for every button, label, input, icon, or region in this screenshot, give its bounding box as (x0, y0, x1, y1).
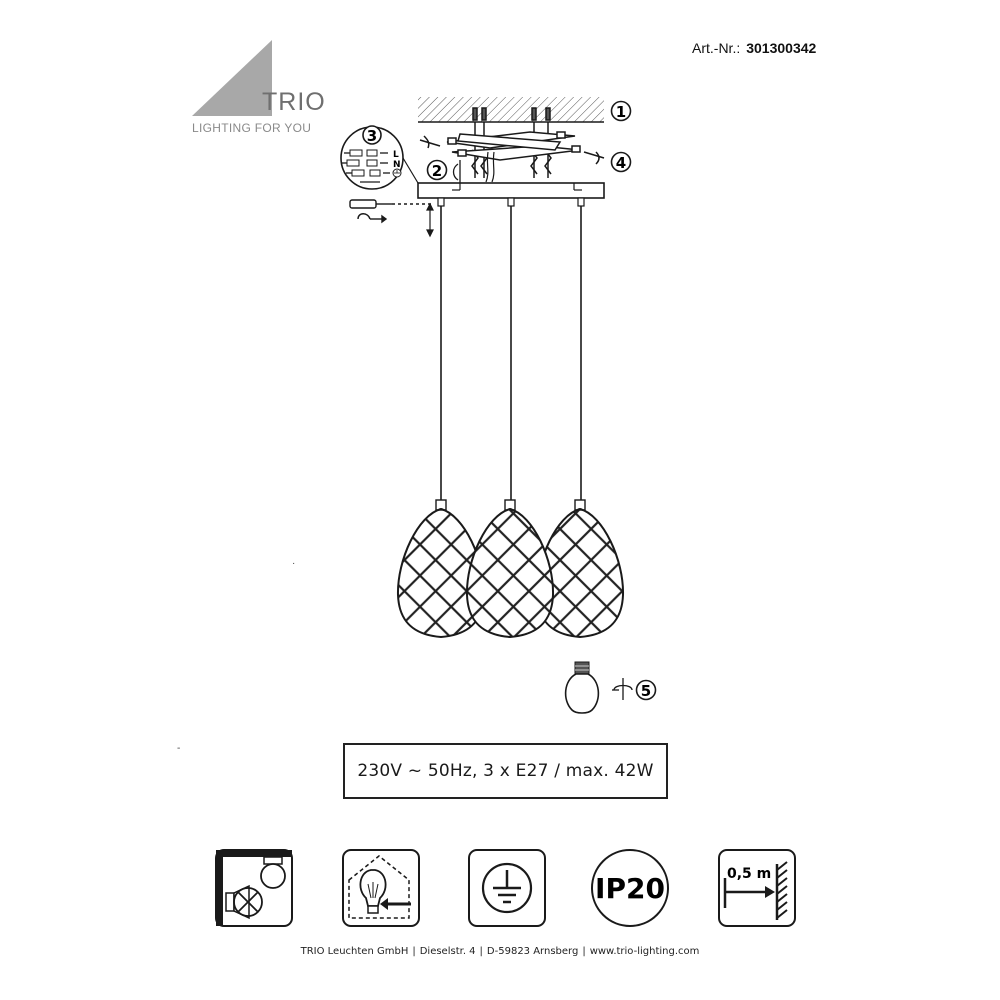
wire-live-label: L (393, 150, 399, 160)
ground-symbol-small-icon (392, 168, 402, 178)
canopy (417, 182, 605, 207)
article-number: Art.-Nr.: 301300342 (692, 40, 816, 56)
minimum-distance-text: 0,5 m (727, 866, 771, 882)
lamp-shade-2 (465, 507, 555, 639)
footer-street: Dieselstr. 4 (419, 946, 476, 957)
ip-rating-icon: IP20 (591, 849, 669, 927)
wiring-detail-callout: 3 L N (340, 125, 419, 190)
mounting-bracket (446, 131, 581, 161)
indoor-use-bulb-icon (342, 849, 420, 927)
not-for-recessed-mounting-icon (215, 849, 293, 927)
footer-web-link[interactable]: www.trio-lighting.com (589, 946, 700, 957)
pendant-cables (440, 206, 582, 500)
article-label: Art.-Nr.: (692, 40, 741, 56)
trio-logo-triangle-icon (192, 40, 272, 116)
electrical-spec-text: 230V ~ 50Hz, 3 x E27 / max. 42W (357, 761, 654, 781)
stray-mark: · (292, 558, 296, 569)
stray-mark: - (177, 743, 181, 754)
step-5-marker: 5 (635, 679, 657, 701)
ceiling (418, 97, 604, 123)
step-2-number: 2 (432, 162, 442, 180)
step-1-marker: 1 (610, 100, 632, 122)
rotate-bulb-arrow-icon (612, 678, 633, 700)
footer-address: TRIO Leuchten GmbH|Dieselstr. 4|D-59823 … (300, 946, 700, 957)
cable-length-adjust-arrow-icon (426, 202, 434, 238)
safety-icons-row: IP20 0,5 m (0, 840, 1000, 930)
electrical-spec-box: 230V ~ 50Hz, 3 x E27 / max. 42W (343, 743, 668, 799)
supply-cables (485, 151, 495, 183)
rotate-arrow-icon (452, 163, 459, 181)
screwdriver-right-icon (583, 151, 605, 165)
brand-name: TRIO (262, 88, 326, 116)
wire-neutral-label: N (393, 160, 401, 170)
step-5-number: 5 (641, 682, 651, 700)
footer-company: TRIO Leuchten GmbH (300, 946, 409, 957)
minimum-distance-icon: 0,5 m (718, 849, 796, 927)
ip-rating-text: IP20 (595, 872, 665, 905)
step-2-marker: 2 (426, 159, 461, 184)
protective-earth-icon (468, 849, 546, 927)
article-value: 301300342 (746, 40, 817, 56)
screwdriver-left-icon (419, 135, 441, 149)
step-1-number: 1 (616, 103, 626, 121)
brand-tagline: LIGHTING FOR YOU (192, 121, 312, 135)
step-4-marker: 4 (610, 151, 632, 173)
step-3-number: 3 (367, 127, 377, 145)
footer-city: D-59823 Arnsberg (486, 946, 579, 957)
light-bulb-icon (564, 661, 600, 714)
screwdriver-icon (349, 199, 434, 224)
step-4-number: 4 (616, 154, 626, 172)
